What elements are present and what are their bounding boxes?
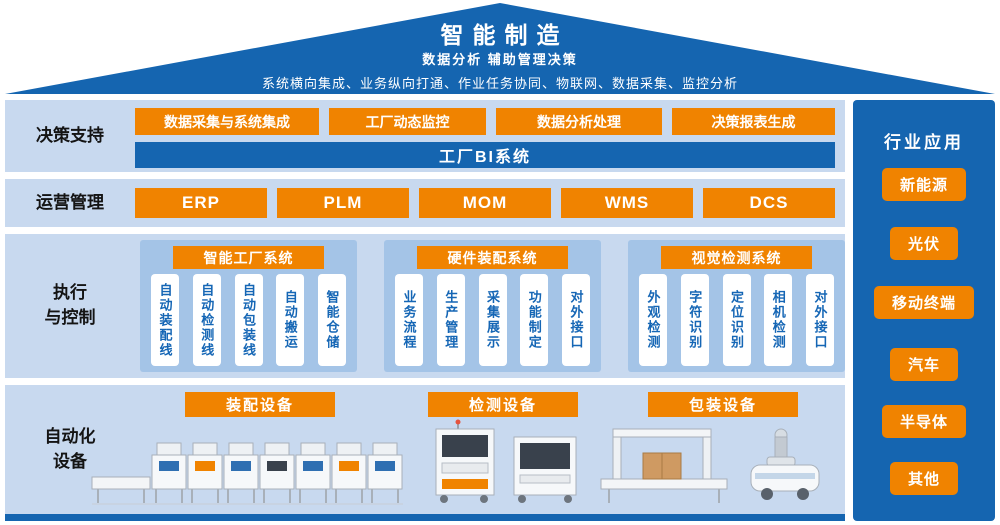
- decision-box-factory-monitoring: 工厂动态监控: [329, 108, 486, 135]
- system-box-erp: ERP: [135, 188, 267, 218]
- row-label-text: 运营管理: [36, 192, 104, 212]
- section-title-assembly-equipment: 装配设备: [185, 392, 335, 417]
- inspection-machines-illustration: [435, 419, 577, 503]
- row-label-execution: 执行 与控制: [5, 234, 135, 378]
- panel-item: 生产管理: [436, 274, 465, 366]
- panel-title: 硬件装配系统: [417, 246, 568, 269]
- execution-control-row: 执行 与控制 智能工厂系统 自动装配线 自动检测线 自动包装线 自动搬运 智能仓…: [5, 234, 845, 378]
- industry-item-new-energy: 新能源: [881, 168, 967, 201]
- industry-item-semiconductor: 半导体: [881, 405, 967, 438]
- row-label-automation: 自动化 设备: [5, 385, 135, 514]
- row-label-text: 与控制: [44, 308, 96, 327]
- panel-item: 自动检测线: [192, 274, 221, 366]
- panel-item: 外观检测: [639, 274, 667, 366]
- automation-equipment-row: 自动化 设备 装配设备 检测设备 包装设备: [5, 385, 845, 514]
- industry-item-mobile-terminal: 移动终端: [873, 286, 975, 319]
- system-box-dcs: DCS: [703, 188, 835, 218]
- decision-box-report-generation: 决策报表生成: [672, 108, 835, 135]
- decision-support-row: 决策支持 数据采集与系统集成 工厂动态监控 数据分析处理 决策报表生成 工厂BI…: [5, 100, 845, 172]
- panel-hardware-assembly-system: 硬件装配系统 业务流程 生产管理 采集展示 功能制定 对外接口: [384, 240, 601, 372]
- factory-bi-system-bar: 工厂BI系统: [135, 142, 835, 168]
- panel-title: 视觉检测系统: [661, 246, 812, 269]
- section-title-inspection-equipment: 检测设备: [428, 392, 578, 417]
- sidebar-title: 行业应用: [884, 133, 964, 152]
- panel-item: 智能仓储: [318, 274, 346, 366]
- roof-triangle: [5, 3, 995, 94]
- roof-subtitle: 数据分析 辅助管理决策: [422, 52, 578, 67]
- roof-features-line: 系统横向集成、业务纵向打通、作业任务协同、物联网、数据采集、监控分析: [261, 76, 738, 91]
- bottom-accent-bar: [5, 514, 845, 521]
- row-label-text: 执行: [53, 283, 87, 303]
- industry-item-photovoltaic: 光伏: [889, 227, 959, 260]
- row-label-operations: 运营管理: [5, 179, 135, 227]
- panel-item: 对外接口: [562, 274, 590, 366]
- row-label-text: 自动化: [44, 426, 96, 446]
- panel-item: 自动装配线: [151, 274, 179, 366]
- packaging-equipment-illustration: [600, 428, 820, 503]
- industry-applications-sidebar: 行业应用 新能源 光伏 移动终端 汽车 半导体 其他: [853, 100, 995, 521]
- panel-item: 字符识别: [680, 274, 709, 366]
- panel-vision-inspection-system: 视觉检测系统 外观检测 字符识别 定位识别 相机检测 对外接口: [628, 240, 845, 372]
- panel-item: 采集展示: [478, 274, 507, 366]
- system-box-plm: PLM: [277, 188, 409, 218]
- assembly-line-illustration: [91, 442, 403, 505]
- panel-item: 定位识别: [722, 274, 751, 366]
- panel-items: 自动装配线 自动检测线 自动包装线 自动搬运 智能仓储: [140, 274, 357, 366]
- row-label-text: 决策支持: [36, 125, 104, 145]
- system-box-wms: WMS: [561, 188, 693, 218]
- panel-title: 智能工厂系统: [173, 246, 324, 269]
- panel-item: 相机检测: [764, 274, 793, 366]
- panel-item: 功能制定: [520, 274, 549, 366]
- panel-item: 自动包装线: [234, 274, 263, 366]
- panel-items: 外观检测 字符识别 定位识别 相机检测 对外接口: [628, 274, 845, 366]
- page-title: 智能制造: [440, 22, 569, 48]
- row-label-decision: 决策支持: [5, 100, 135, 172]
- panel-item: 自动搬运: [276, 274, 305, 366]
- operations-row: 运营管理 ERP PLM MOM WMS DCS: [5, 179, 845, 227]
- section-title-packaging-equipment: 包装设备: [648, 392, 798, 417]
- roof-banner: 智能制造 数据分析 辅助管理决策 系统横向集成、业务纵向打通、作业任务协同、物联…: [0, 0, 1000, 96]
- row-label-text: 设备: [53, 451, 87, 471]
- panel-item: 业务流程: [395, 274, 423, 366]
- system-box-mom: MOM: [419, 188, 551, 218]
- panel-items: 业务流程 生产管理 采集展示 功能制定 对外接口: [384, 274, 601, 366]
- industry-item-other: 其他: [889, 462, 959, 495]
- panel-smart-factory-system: 智能工厂系统 自动装配线 自动检测线 自动包装线 自动搬运 智能仓储: [140, 240, 357, 372]
- decision-box-data-analysis: 数据分析处理: [496, 108, 662, 135]
- decision-box-data-integration: 数据采集与系统集成: [135, 108, 319, 135]
- panel-item: 对外接口: [806, 274, 834, 366]
- industry-item-automotive: 汽车: [889, 348, 959, 381]
